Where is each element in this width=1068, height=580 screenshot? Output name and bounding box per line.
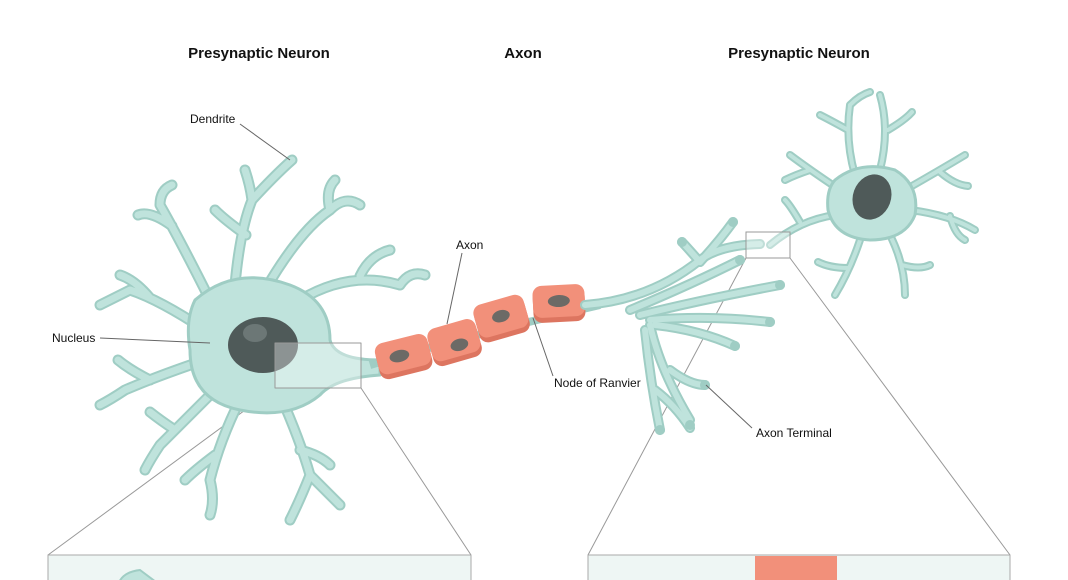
myelin-segment-2 <box>427 319 482 367</box>
axon-pointer <box>446 252 463 325</box>
left-neuron <box>94 154 431 526</box>
left-zoom-marker <box>274 342 362 389</box>
zoom-panel-right <box>587 257 1011 580</box>
zoom-panel-left <box>47 387 472 580</box>
right-nucleus <box>852 174 892 220</box>
heading-left-neuron: Presynaptic Neuron <box>188 45 330 62</box>
pointer-lines <box>99 123 753 429</box>
heading-axon: Axon <box>504 45 542 62</box>
heading-right-neuron: Presynaptic Neuron <box>728 45 870 62</box>
label-node-of-ranvier: Node of Ranvier <box>554 376 641 390</box>
label-axon-terminal: Axon Terminal <box>756 426 832 440</box>
myelin-segment-4 <box>532 284 586 323</box>
node-of-ranvier-pointer <box>532 317 554 377</box>
label-axon: Axon <box>456 238 484 252</box>
zoom-left-dendrite-fragment <box>119 568 155 580</box>
nucleus-pointer <box>99 337 211 344</box>
right-zoom-marker <box>745 231 791 259</box>
label-nucleus: Nucleus <box>52 331 96 345</box>
right-neuron <box>745 88 979 299</box>
dendrite-pointer <box>239 123 291 161</box>
myelin-segment-1 <box>374 333 433 380</box>
myelin-segment-3 <box>473 294 530 343</box>
left-nucleolus <box>243 324 267 342</box>
axon-myelin-sheath <box>368 284 601 380</box>
label-dendrite: Dendrite <box>190 112 236 126</box>
axon-terminal-pointer <box>705 384 753 429</box>
terminal-buttons <box>655 217 785 435</box>
zoom-right-terminal-fragment <box>755 556 837 580</box>
zoom-box-left <box>47 554 472 580</box>
axon-terminal-branches <box>580 217 785 435</box>
left-dendrites-inner <box>96 156 429 524</box>
